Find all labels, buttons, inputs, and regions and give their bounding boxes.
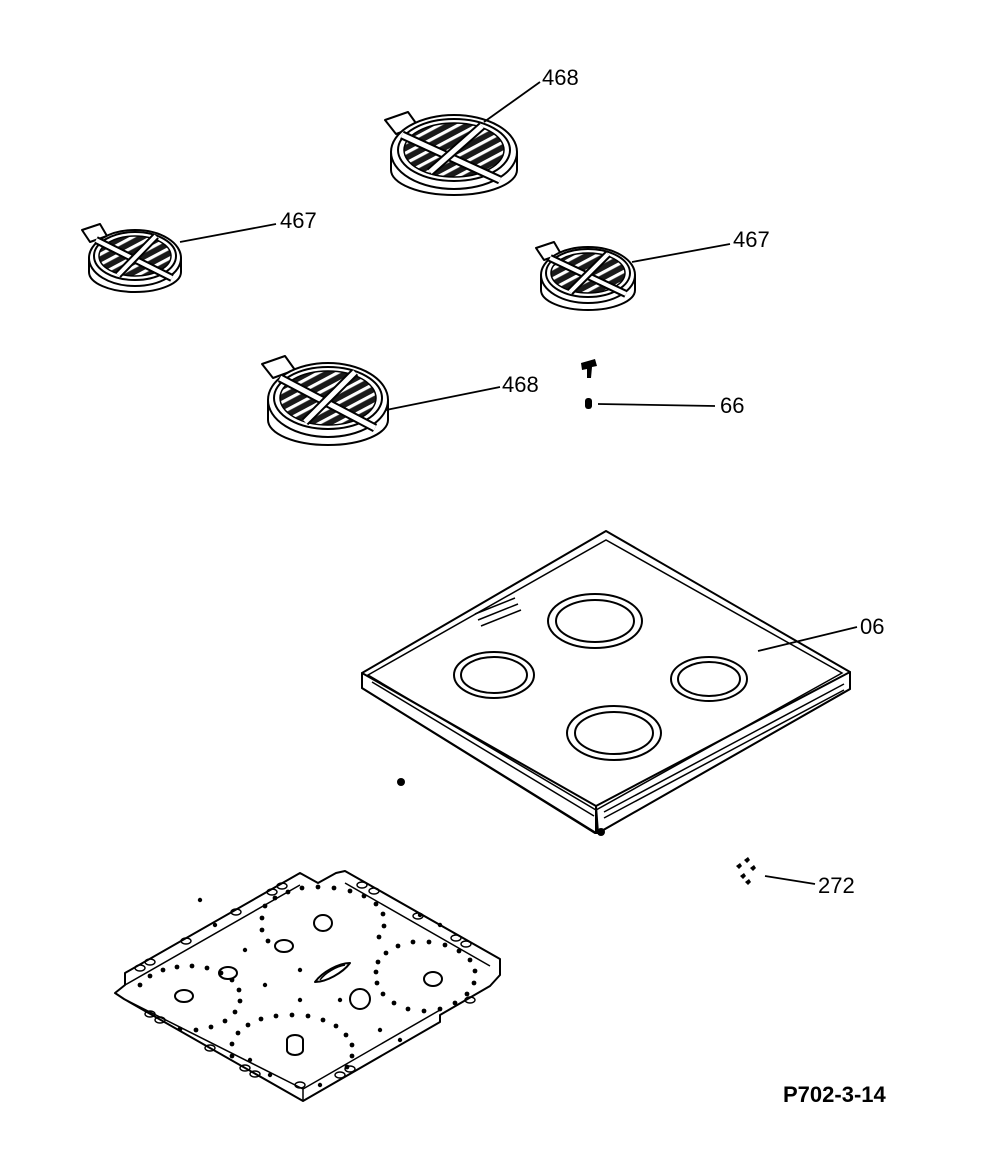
- surface-burner-large-bottom: [261, 355, 389, 446]
- plate-edge-slots: [134, 881, 476, 1089]
- figure-id: P702-3-14: [783, 1082, 887, 1107]
- surface-burner-small-left: [81, 223, 182, 293]
- callout-467-right: 467: [733, 227, 770, 252]
- callout-468-bottom: 468: [502, 372, 539, 397]
- burner-support-plate: [114, 870, 501, 1102]
- screw-part: [397, 778, 405, 786]
- screws-part: [736, 857, 756, 885]
- callout-06: 06: [860, 614, 884, 639]
- callout-272: 272: [818, 873, 855, 898]
- plate-perforation-rings: [137, 884, 478, 1088]
- surface-burner-small-right: [535, 241, 636, 311]
- glass-cooktop: [361, 530, 851, 836]
- leader-lines: [179, 81, 858, 885]
- clip-part: [581, 359, 597, 409]
- surface-burner-large-top: [384, 111, 518, 196]
- callout-66: 66: [720, 393, 744, 418]
- callout-468-top: 468: [542, 65, 579, 90]
- callout-467-left: 467: [280, 208, 317, 233]
